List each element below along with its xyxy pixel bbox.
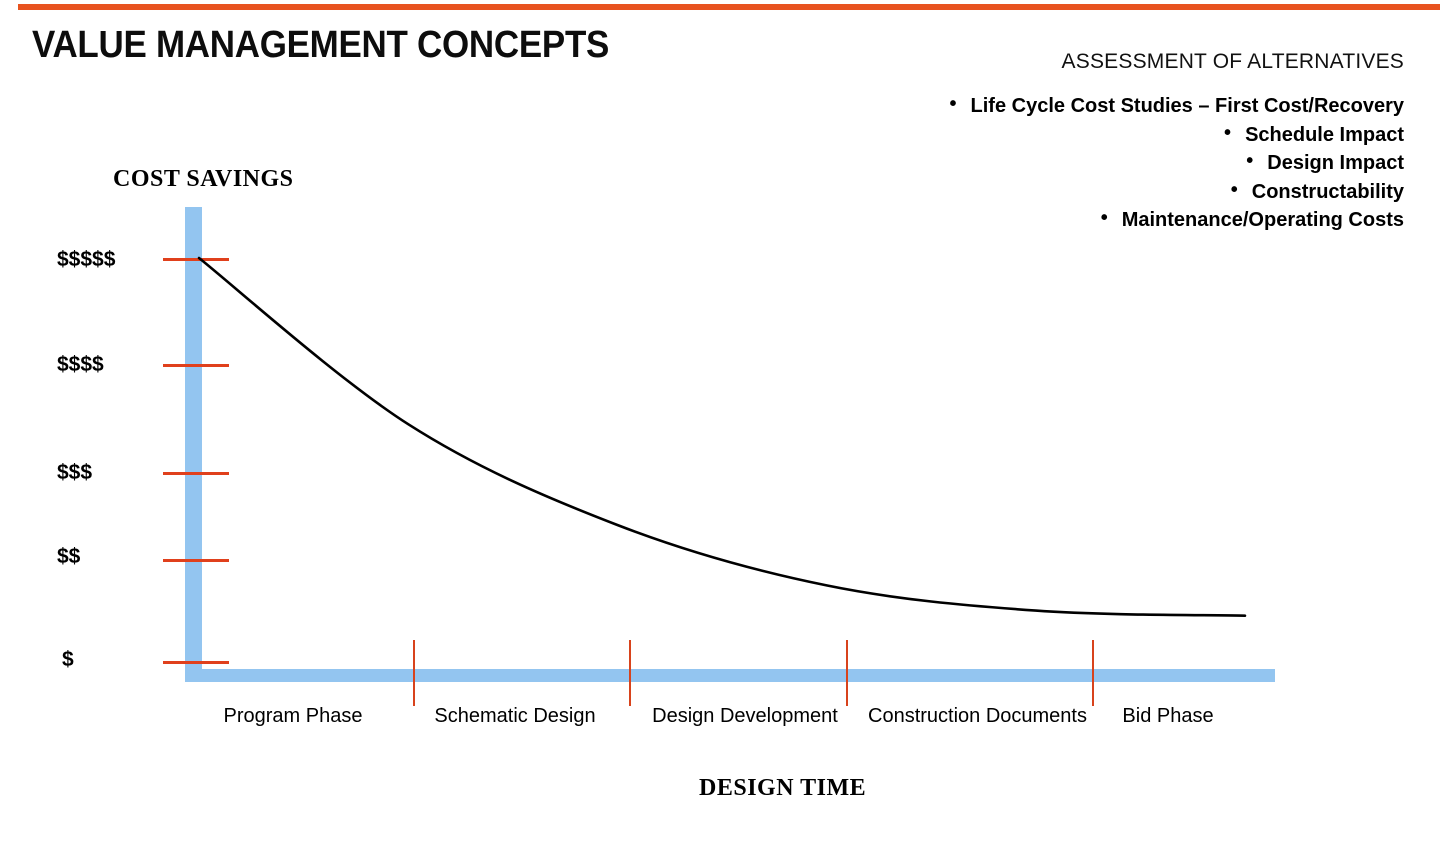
y-tick-label: $$ — [57, 545, 81, 568]
bullet-icon: • — [1246, 150, 1254, 172]
top-accent-bar — [18, 4, 1440, 10]
list-item: • Life Cycle Cost Studies – First Cost/Re… — [784, 92, 1404, 121]
bullet-icon: • — [1230, 178, 1238, 201]
y-axis-title: COST SAVINGS — [113, 166, 294, 192]
y-tick-mark — [163, 364, 229, 367]
assessment-list: • Life Cycle Cost Studies – First Cost/Re… — [784, 92, 1404, 235]
y-tick-label: $ — [62, 648, 74, 671]
x-axis-bar — [185, 669, 1275, 682]
x-axis-title: DESIGN TIME — [699, 775, 867, 801]
bullet-icon: • — [949, 93, 957, 115]
list-item-label: Constructability — [1251, 180, 1404, 203]
x-axis-label-schematic-design: Schematic Design — [434, 705, 596, 727]
y-axis-bar — [185, 207, 202, 682]
list-item: • Design Impact — [784, 149, 1404, 178]
list-item-label: Design Impact — [1267, 152, 1404, 174]
y-tick-label: $$$$$ — [57, 248, 116, 271]
bullet-icon: • — [1100, 207, 1108, 229]
list-item: • Schedule Impact — [784, 121, 1404, 150]
list-item-label: Schedule Impact — [1245, 123, 1404, 146]
page-title: VALUE MANAGEMENT CONCEPTS — [32, 24, 610, 66]
y-tick-mark — [163, 472, 229, 475]
phase-divider — [846, 640, 848, 706]
phase-divider — [629, 640, 631, 706]
bullet-icon: • — [1224, 121, 1232, 144]
list-item-label: Maintenance/Operating Costs — [1121, 209, 1404, 231]
y-tick-label: $$$$ — [57, 353, 104, 376]
list-item-label: Life Cycle Cost Studies – First Cost/Rec… — [970, 95, 1404, 117]
x-axis-label-construction-documents: Construction Documents — [868, 705, 1087, 727]
y-tick-mark — [163, 661, 229, 664]
assessment-block: ASSESSMENT OF ALTERNATIVES • Life Cycle C… — [784, 50, 1404, 235]
y-tick-label: $$$ — [57, 461, 93, 484]
assessment-heading: ASSESSMENT OF ALTERNATIVES — [1061, 50, 1404, 73]
y-tick-mark — [163, 559, 229, 562]
x-axis-label-design-development: Design Development — [652, 705, 838, 727]
y-tick-mark — [163, 258, 229, 261]
phase-divider — [413, 640, 415, 706]
list-item: • Constructability — [784, 178, 1404, 207]
x-axis-label-program-phase: Program Phase — [223, 705, 363, 727]
phase-divider — [1092, 640, 1094, 706]
x-axis-label-bid-phase: Bid Phase — [1122, 705, 1214, 727]
list-item: • Maintenance/Operating Costs — [784, 206, 1404, 235]
